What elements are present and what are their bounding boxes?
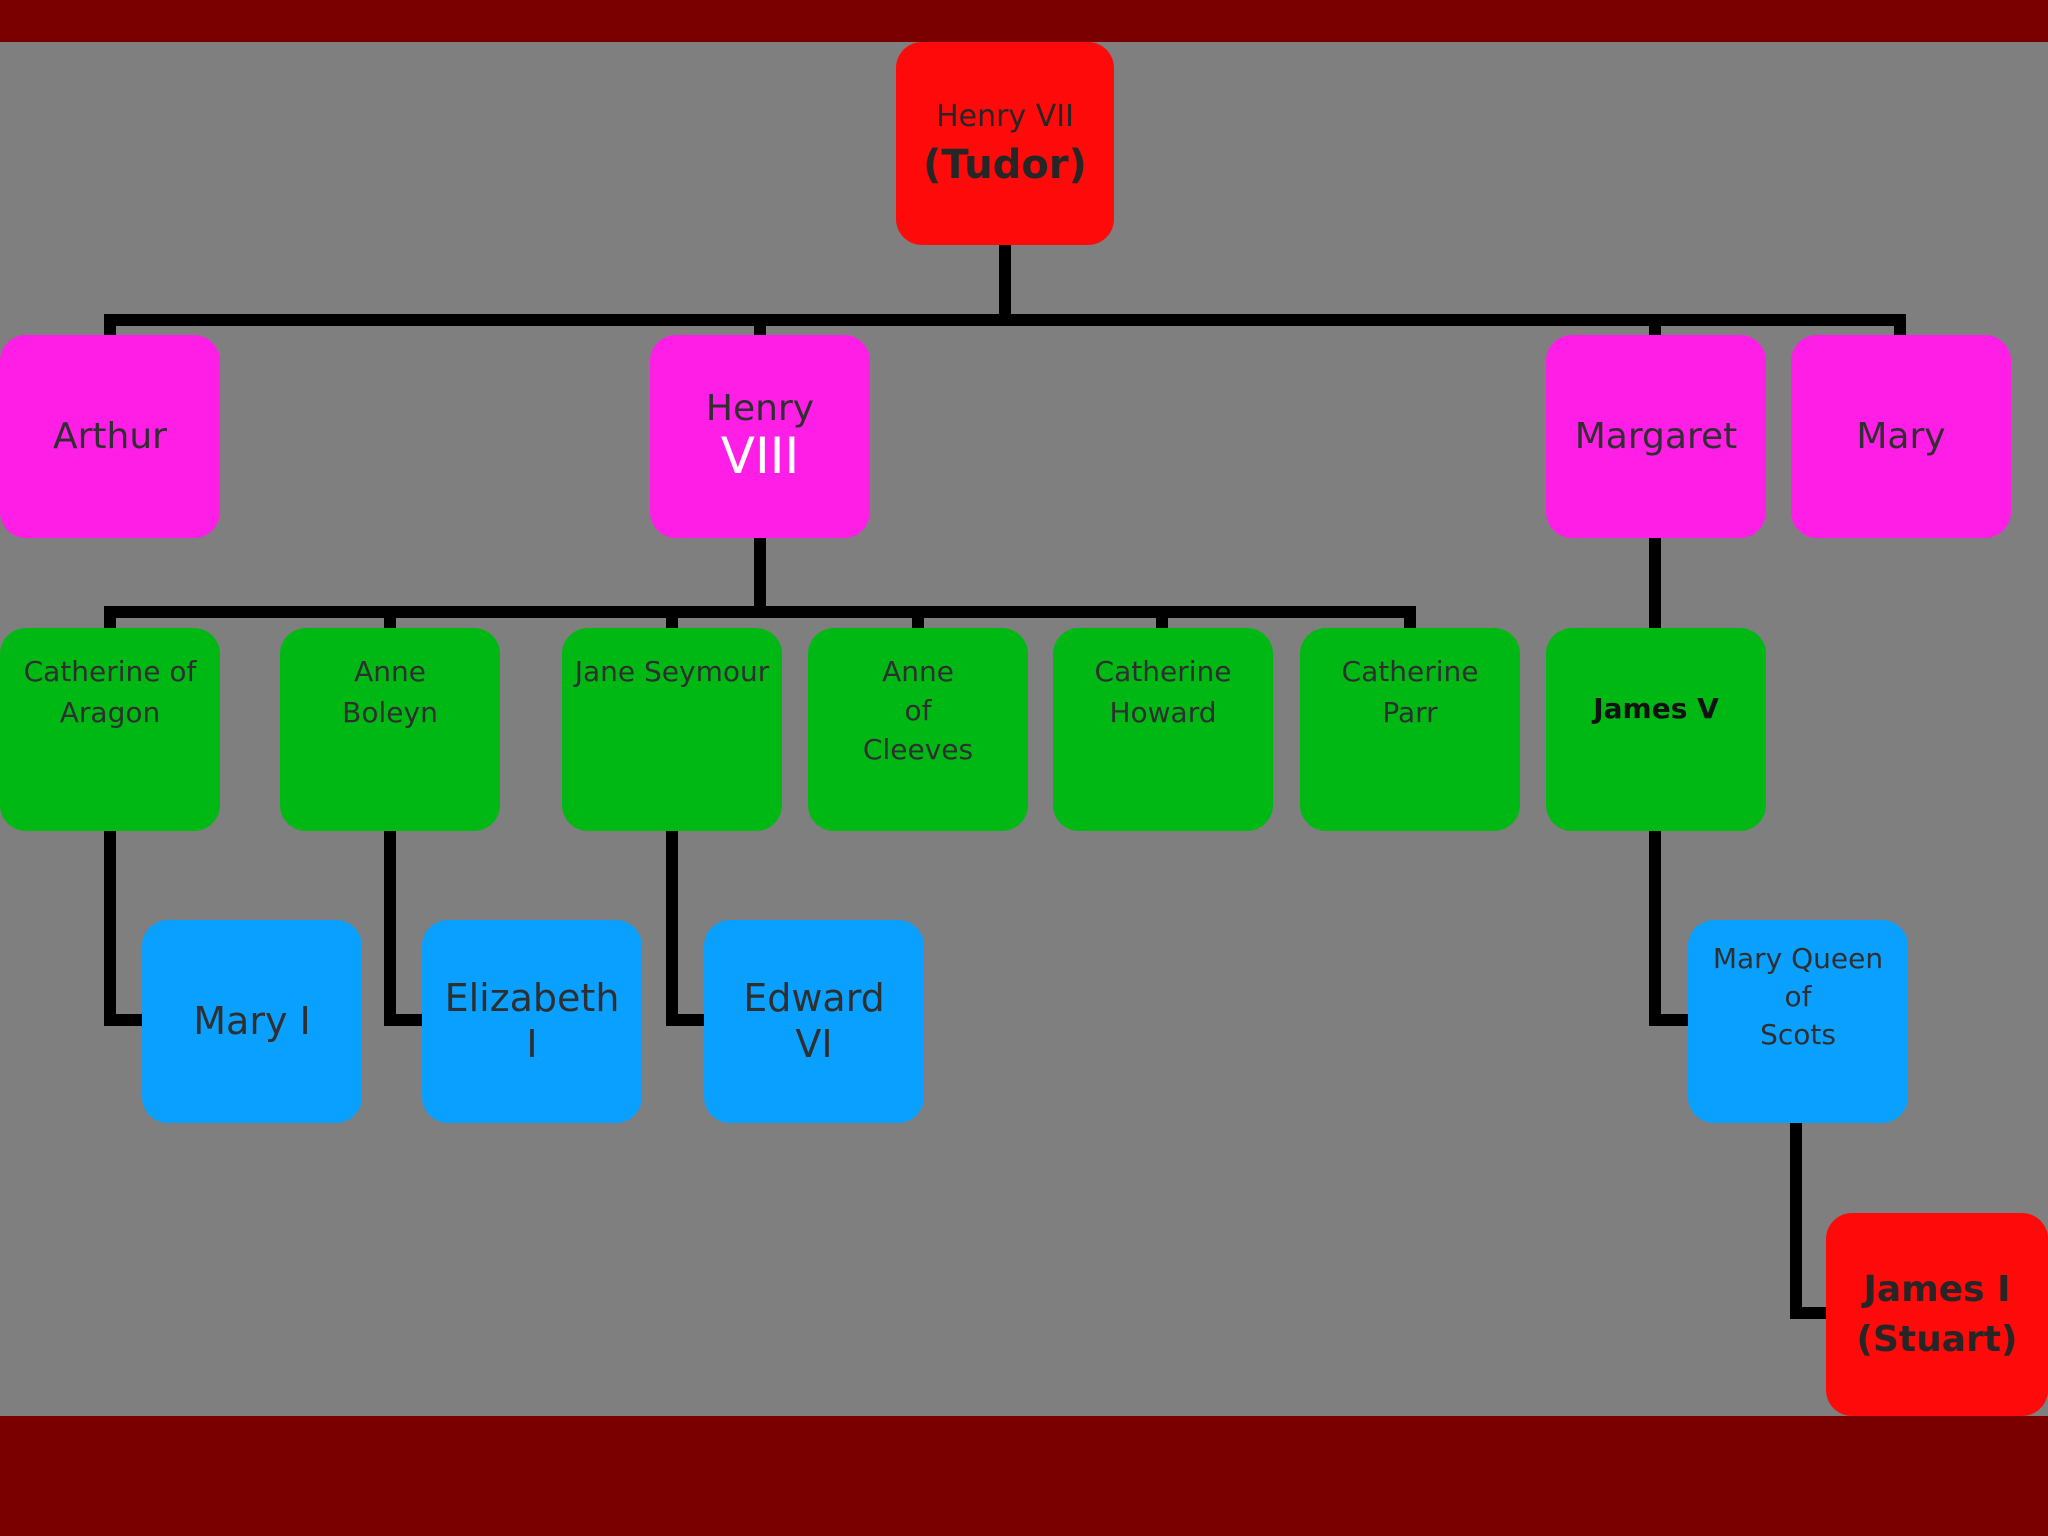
- node-catherine-howard: Catherine Howard: [1053, 628, 1273, 831]
- node-label: (Tudor): [923, 141, 1087, 188]
- node-label: James V: [1593, 692, 1719, 725]
- node-mary-i: Mary I: [142, 920, 362, 1123]
- node-label: Anne: [354, 655, 426, 688]
- node-label: Howard: [1109, 695, 1217, 729]
- node-label: Anne: [882, 655, 954, 688]
- node-label: Catherine: [1341, 655, 1479, 688]
- node-label: Mary: [1856, 415, 1946, 457]
- node-label: Mary I: [193, 998, 311, 1043]
- node-label: Henry VII: [936, 98, 1074, 134]
- node-edward-vi: Edward VI: [704, 920, 924, 1123]
- node-label: Cleeves: [862, 733, 974, 767]
- node-catherine-of-aragon: Catherine of Aragon: [0, 628, 220, 831]
- top-band: [0, 0, 2048, 42]
- node-label: Scots: [1760, 1017, 1836, 1051]
- node-elizabeth-i: Elizabeth I: [422, 920, 642, 1123]
- node-label: VIII: [720, 427, 800, 486]
- node-label: Catherine: [1094, 655, 1232, 688]
- node-label: VI: [795, 1021, 833, 1066]
- node-label: Aragon: [59, 695, 161, 729]
- node-label: Boleyn: [342, 695, 438, 729]
- node-label: Margaret: [1574, 415, 1738, 457]
- node-margaret: Margaret: [1546, 335, 1766, 538]
- node-mary: Mary: [1791, 335, 2011, 538]
- node-label: Arthur: [53, 415, 167, 457]
- node-label: Elizabeth: [444, 975, 620, 1020]
- connector: [384, 828, 422, 1026]
- bottom-band: [0, 1416, 2048, 1536]
- node-james-v: James V: [1546, 628, 1766, 831]
- node-jane-seymour: Jane Seymour: [562, 628, 782, 831]
- node-label: I: [526, 1021, 538, 1066]
- node-label: Catherine of: [23, 655, 197, 688]
- node-label: James I: [1863, 1269, 2011, 1311]
- node-james-i: James I (Stuart): [1826, 1213, 2048, 1416]
- node-label: Jane Seymour: [574, 655, 770, 688]
- node-label: Edward: [743, 975, 885, 1020]
- node-anne-of-cleeves: Anne of Cleeves: [808, 628, 1028, 831]
- node-label: Henry: [705, 387, 815, 429]
- node-label: of: [904, 694, 932, 728]
- node-label: of: [1784, 979, 1812, 1013]
- node-label: Mary Queen: [1712, 942, 1884, 975]
- connector: [1790, 1120, 1828, 1319]
- connector: [666, 828, 704, 1026]
- node-henry-vii: Henry VII (Tudor): [896, 42, 1114, 245]
- connector: [1649, 828, 1688, 1026]
- node-label: Parr: [1382, 695, 1438, 729]
- node-label: (Stuart): [1856, 1318, 2018, 1360]
- node-arthur: Arthur: [0, 335, 220, 538]
- node-anne-boleyn: Anne Boleyn: [280, 628, 500, 831]
- node-catherine-parr: Catherine Parr: [1300, 628, 1520, 831]
- node-henry-viii: Henry VIII: [650, 335, 870, 538]
- connector: [104, 828, 142, 1026]
- node-mary-queen-of-scots: Mary Queen of Scots: [1688, 920, 1908, 1123]
